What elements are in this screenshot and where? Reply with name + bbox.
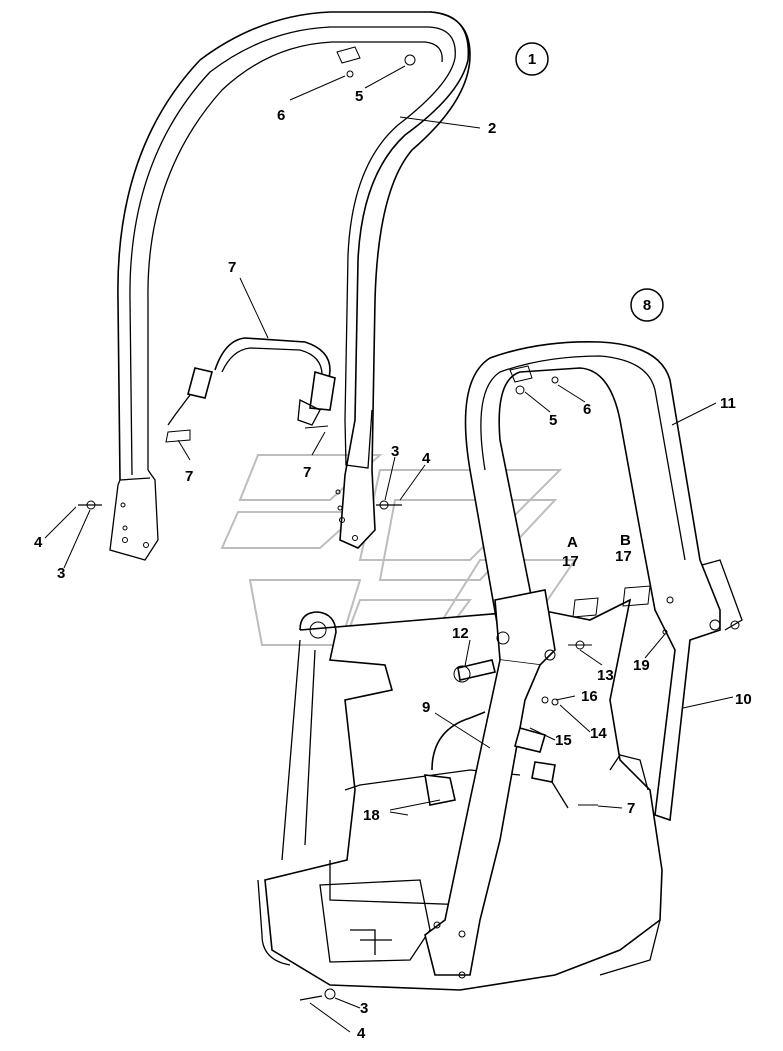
callout-6: 6: [277, 107, 285, 124]
fasteners-lower: [299, 596, 674, 1001]
svg-text:1: 1: [528, 51, 536, 68]
callout-18: 18: [363, 807, 380, 824]
callout-9: 9: [422, 699, 430, 716]
assembly-marker-1: 1: [515, 42, 549, 76]
callout-12: 12: [452, 625, 469, 642]
callout-5: 5: [549, 412, 557, 429]
decals-17: [572, 585, 651, 618]
rops-frame-lower: [424, 341, 743, 979]
callout-7: 7: [303, 464, 311, 481]
seat-belt-upper: [165, 337, 336, 443]
svg-text:8: 8: [643, 297, 651, 314]
callout-10: 10: [735, 691, 752, 708]
seat-belt-lower: [424, 711, 598, 809]
callout-A: A: [567, 534, 578, 551]
assembly-marker-8: 8: [630, 288, 664, 322]
callout-14: 14: [590, 725, 607, 742]
callout-7: 7: [185, 468, 193, 485]
rops-frame-upper: [109, 11, 471, 561]
callout-16: 16: [581, 688, 598, 705]
callout-2: 2: [488, 120, 496, 137]
callout-15: 15: [555, 732, 572, 749]
callout-19: 19: [633, 657, 650, 674]
callout-17: 17: [562, 553, 579, 570]
callout-17: 17: [615, 548, 632, 565]
callout-B: B: [620, 532, 631, 549]
callout-3: 3: [57, 565, 65, 582]
leader-lines: [44, 65, 734, 1033]
callout-4: 4: [34, 534, 43, 551]
pivot-bolt: [453, 659, 496, 683]
callout-7: 7: [627, 800, 635, 817]
callout-6: 6: [583, 401, 591, 418]
callout-4: 4: [422, 450, 431, 467]
callout-13: 13: [597, 667, 614, 684]
callout-7: 7: [228, 259, 236, 276]
callout-3: 3: [391, 443, 399, 460]
callout-3: 3: [360, 1000, 368, 1017]
callout-4: 4: [357, 1025, 366, 1042]
callout-11: 11: [720, 395, 736, 412]
callout-5: 5: [355, 88, 363, 105]
fasteners-upper: [78, 500, 402, 510]
